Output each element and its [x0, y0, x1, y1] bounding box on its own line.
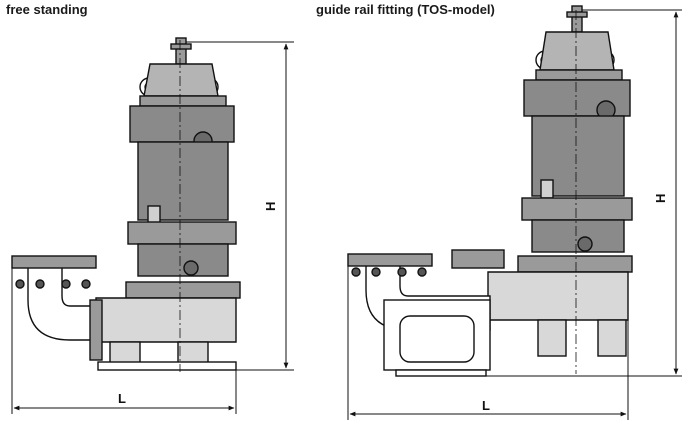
- guide-rail-length-label: L: [482, 398, 490, 413]
- guide-rail-height-label: H: [653, 194, 668, 203]
- guide-rail-pump: [347, 5, 633, 377]
- free-standing-height-dimension: [186, 41, 294, 371]
- free-standing-length-label: L: [118, 391, 126, 406]
- guide-rail-height-dimension: [486, 9, 682, 377]
- free-standing-pump: [11, 37, 241, 371]
- guide-rail-length-dimension: [347, 266, 629, 420]
- guide-rail-caption: guide rail fitting (TOS-model): [316, 2, 495, 17]
- free-standing-height-label: H: [263, 202, 278, 211]
- free-standing-length-dimension: [11, 268, 237, 414]
- free-standing-caption: free standing: [6, 2, 88, 17]
